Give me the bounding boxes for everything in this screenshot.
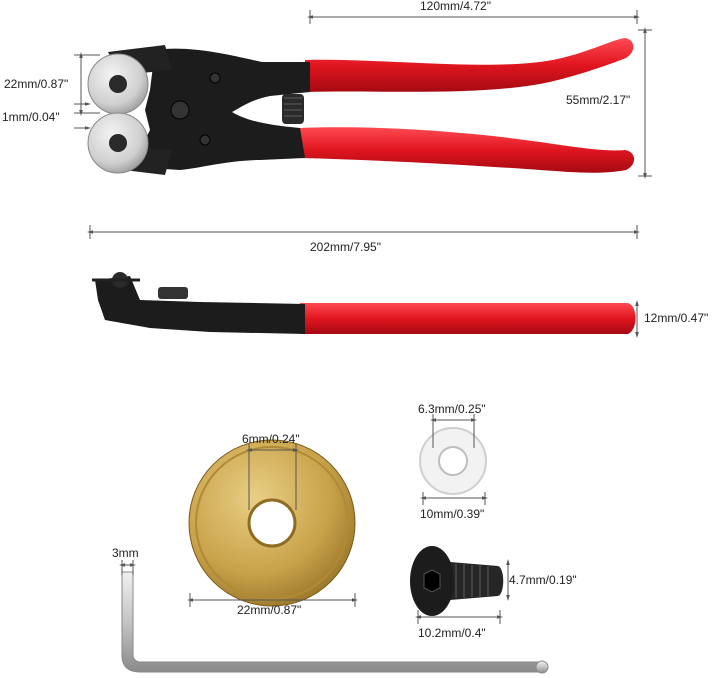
dimension-lines-washer xyxy=(420,414,488,505)
side-handle xyxy=(300,303,636,334)
dimension-lines-wheel xyxy=(187,444,358,607)
label-hex-key: 3mm xyxy=(112,546,139,560)
gold-cutting-wheel xyxy=(188,439,356,607)
pliers-side-view xyxy=(92,272,636,334)
upper-wheel-screw xyxy=(109,75,127,93)
washer xyxy=(419,427,487,495)
dimension-lines-key xyxy=(119,560,136,575)
label-wheel-diameter: 22mm/0.87" xyxy=(237,603,302,617)
wheel-bore xyxy=(247,498,297,548)
label-washer-inner: 6.3mm/0.25" xyxy=(418,402,486,416)
label-grip-thickness: 12mm/0.47" xyxy=(644,311,709,325)
dimension-lines-screw xyxy=(415,559,510,624)
rivet-small xyxy=(209,72,221,84)
steel-body xyxy=(140,48,310,170)
screw xyxy=(410,546,504,616)
label-screw-length: 4.7mm/0.19" xyxy=(509,573,577,587)
rivet-small-2 xyxy=(199,134,211,146)
upper-handle xyxy=(305,38,634,92)
label-washer-outer: 10mm/0.39" xyxy=(420,507,485,521)
side-steel xyxy=(95,276,305,334)
dimension-lines-top xyxy=(74,10,652,239)
label-jaw-gap: 1mm/0.04" xyxy=(2,110,60,124)
lower-wheel-screw xyxy=(109,134,127,152)
pliers-top-view xyxy=(87,38,635,175)
label-screw-head: 10.2mm/0.4" xyxy=(418,626,486,640)
label-wheel-bore: 6mm/0.24" xyxy=(242,432,300,446)
lower-handle xyxy=(300,127,635,173)
label-jaw-height: 22mm/0.87" xyxy=(4,77,69,91)
label-overall-length: 202mm/7.95" xyxy=(310,240,381,254)
hex-key xyxy=(121,571,549,674)
label-handle-spread: 55mm/2.17" xyxy=(566,93,631,107)
pivot-rivet xyxy=(170,100,190,120)
label-handle-length: 120mm/4.72" xyxy=(420,0,491,13)
